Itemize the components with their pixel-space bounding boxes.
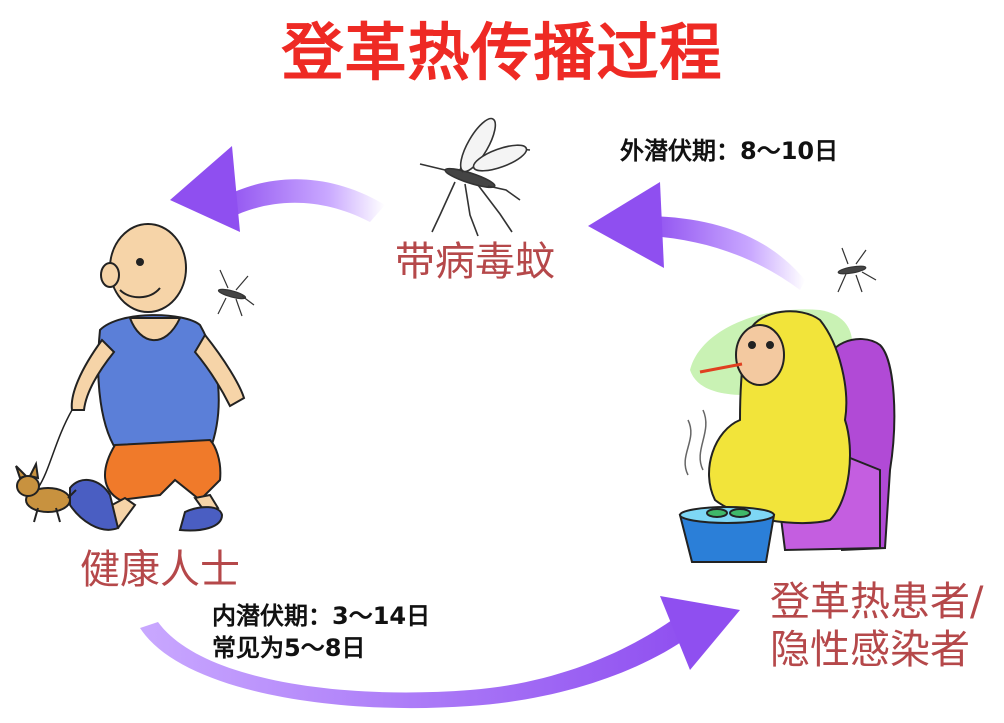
arrow-patient-to-mosquito (588, 182, 805, 290)
mosquito-small-left-icon (217, 269, 255, 317)
patient-illustration (678, 309, 896, 563)
node-label-patient: 登革热患者/ 隐性感染者 (770, 578, 983, 674)
node-label-mosquito: 带病毒蚊 (395, 239, 555, 285)
arrow-mosquito-to-healthy (170, 146, 385, 232)
mosquito-small-right-icon (837, 247, 877, 293)
node-label-healthy-person: 健康人士 (80, 547, 240, 593)
external-incubation-note: 外潜伏期：8～10日 (620, 137, 839, 165)
internal-incubation-line1: 内潜伏期：3～14日 (212, 602, 431, 630)
internal-incubation-note: 内潜伏期：3～14日 常见为5～8日 (212, 600, 430, 664)
internal-incubation-line2: 常见为5～8日 (212, 634, 366, 662)
healthy-person-illustration (15, 223, 246, 532)
node-label-patient-line1: 登革热患者/ (770, 579, 984, 625)
page-title: 登革热传播过程 (281, 16, 723, 89)
mosquito-large-icon (419, 117, 531, 237)
arrow-healthy-to-patient (140, 596, 740, 709)
node-label-patient-line2: 隐性感染者 (770, 627, 970, 673)
